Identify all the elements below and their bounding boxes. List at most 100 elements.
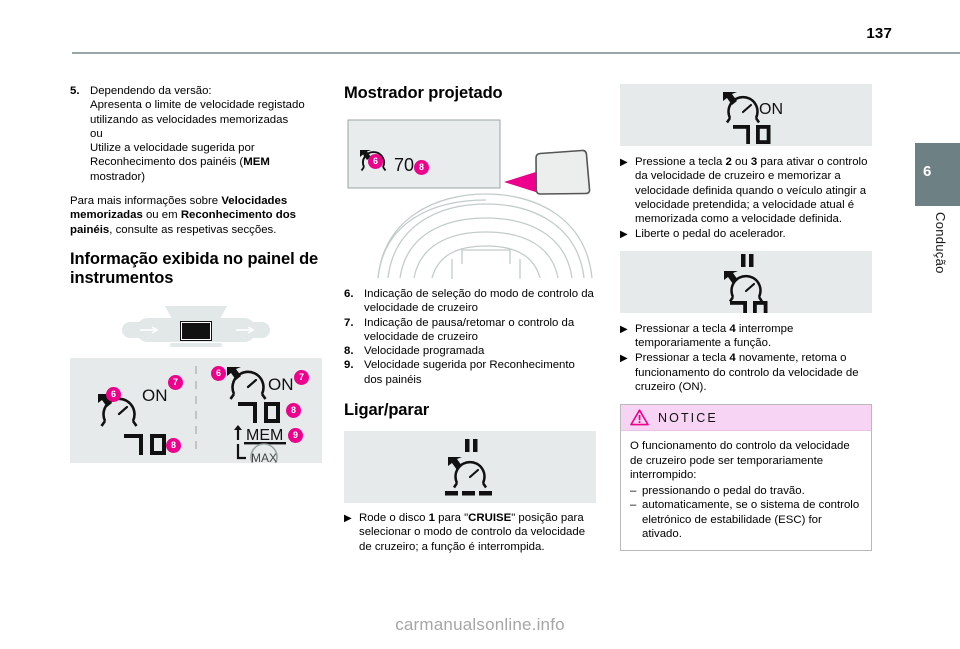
section-heading-on-off: Ligar/parar [344,401,430,420]
cruise-off-figure [344,431,596,504]
cruise-on-icon: ON [723,92,783,144]
instr1-text-e: para ativar o controlo da velocidade de … [635,156,868,226]
section-heading-hud: Mostrador projetado [344,84,503,102]
cluster-mem-label: MEM [246,427,283,444]
instr-text-c: para " [435,512,469,525]
legend-number-6: 6. [344,288,354,300]
step-line-7: mostrador) [90,170,146,183]
bullet-arrow-icon: ▶ [344,513,352,525]
cruise-keyword: CRUISE [468,512,512,525]
cluster-left-display: ON [98,386,168,455]
bullet-arrow-icon: ▶ [620,353,628,365]
instr4-text-a: Pressionar a tecla [635,352,730,365]
instruction-press-key-4-pause: ▶ Pressionar a tecla 4 interrompe tempora… [620,322,872,351]
notice-bullet-2: –automaticamente, se o sistema de contro… [630,498,862,541]
xref-bold-b: Velocidades memorizadas [70,195,288,222]
bullet-arrow-icon: ▶ [620,157,628,168]
dash-marker: – [630,499,637,512]
xref-bold-d: Reconhecimento dos painéis [70,209,297,236]
notice-body: O funcionamento do controlo da velocidad… [621,431,871,550]
notice-header: NOTICE [621,405,871,432]
callout-badge-9-right: 9 [288,427,303,443]
instr4-text-c: novamente, retoma o funcionamento do con… [635,352,859,393]
hud-combiner-glass [535,149,591,195]
head-up-display-figure: 70 6 8 [344,114,596,279]
cruise-pause-icon [724,253,768,313]
numbered-step-list: 5. Dependendo da versão: [70,84,322,98]
cruise-arrow-icon [448,457,462,471]
hud-legend-list: 6. Indicação de seleção do modo de contr… [344,287,596,387]
callout-badge-8-hud: 8 [414,160,429,175]
cruise-pause-figure [620,250,872,313]
instr3-text-c: interrompe temporariamente a função. [635,322,794,350]
section-heading-instrument-panel: Informação exibida no painel de instrume… [70,249,319,287]
list-item: 9. Velocidade sugerida por Reconheciment… [344,358,596,387]
callout-badge-6-left: 6 [106,386,121,402]
mem-max-arrow-icon [234,424,246,460]
instr3-text-a: Pressionar a tecla [635,322,730,335]
dial-number: 1 [428,512,435,525]
instruction-press-key-2-or-3: ▶Pressione a tecla 2 ou 3 para ativar o … [620,155,872,226]
instrument-cluster-display-figure: ON 6 7 8 [70,357,322,463]
header-divider [72,52,960,54]
cruise-on-figure: ON [620,84,872,146]
instr1-text-c: ou [731,156,751,168]
xref-text-e: , consulte as respetivas secções. [109,223,277,236]
speedometer-icon [100,397,138,427]
cluster-left-status-text: ON [142,386,168,405]
instr2-text: Liberte o pedal do acelerador. [635,228,786,241]
right-column: ON ▶Pressione a tecla 2 ou 3 para ativar… [620,84,872,552]
footer-watermark: carmanualsonline.info [395,615,565,634]
chapter-name: Condução [933,212,948,274]
cluster-right-speed [238,401,280,423]
chapter-tab: 6 [915,143,960,206]
steering-wheel-outline [377,193,593,279]
notice-box: NOTICE O funcionamento do controlo da ve… [620,404,872,552]
xref-text-a: Para mais informações sobre [70,195,222,208]
warning-triangle-icon [630,409,649,426]
legend-number-9: 9. [344,359,354,372]
key-number-4-pause: 4 [729,322,736,335]
steering-wheel-hub [451,249,521,279]
page-number: 137 [866,25,892,42]
step-line-1: Dependendo da versão: [90,85,212,97]
speedometer-icon [728,274,764,302]
step-continuation: Apresenta o limite de velocidade regista… [70,98,322,184]
instr1-text-a: Pressione a tecla [635,156,726,168]
callout-badge-6-hud: 6 [368,154,383,169]
legend-number-7: 7. [344,316,354,329]
legend-text-9: Velocidade sugerida por Reconhecimento d… [364,359,575,386]
list-item: 6. Indicação de seleção do modo de contr… [344,287,596,316]
bullet-arrow-icon: ▶ [620,323,628,335]
left-column: 5. Dependendo da versão: Apresenta o lim… [70,84,322,475]
cruise-on-speed [733,125,771,144]
instr-text-e: " posição para selecionar o modo de cont… [359,512,586,553]
legend-text-8: Velocidade programada [364,345,485,358]
notice-intro: O funcionamento do controlo da velocidad… [630,440,850,481]
list-item: 5. Dependendo da versão: [70,84,322,98]
speedometer-icon [725,95,761,124]
notice-bullet-1-text: pressionando o pedal do travão. [642,485,805,498]
notice-bullet-2-text: automaticamente, se o sistema de control… [642,499,860,541]
legend-text-6: Indicação de seleção do modo de controlo… [364,288,594,315]
page-header: 137 [0,0,960,54]
middle-column: Mostrador projetado 70 [344,84,596,555]
step-line-3: utilizando as velocidades memorizadas [90,113,289,126]
callout-badge-8-right: 8 [286,402,301,418]
cluster-vehicle-icon [122,305,270,347]
cruise-pause-speed [730,300,768,313]
cluster-right-display: ON MEM MAX [227,366,294,463]
step-line-6-text: Reconhecimento dos painéis ( [90,156,244,169]
instruction-rotate-dial: ▶ Rode o disco 1 para "CRUISE" posição pa… [344,511,596,554]
notice-title: NOTICE [658,410,718,425]
cross-reference-paragraph: Para mais informações sobre Velocidades … [70,194,322,237]
instrument-cluster-vehicle-figure [70,298,322,351]
hud-speed-text: 70 [394,155,414,175]
cruise-on-status-text: ON [759,101,783,118]
speed-dashes [445,491,492,496]
instr-text-a: Rode o disco [359,512,429,525]
hud-illustration: 70 [347,119,593,279]
callout-badge-8-left: 8 [166,437,181,453]
callout-badge-7-right: 7 [294,369,309,385]
hud-speedometer-icon [360,151,387,172]
